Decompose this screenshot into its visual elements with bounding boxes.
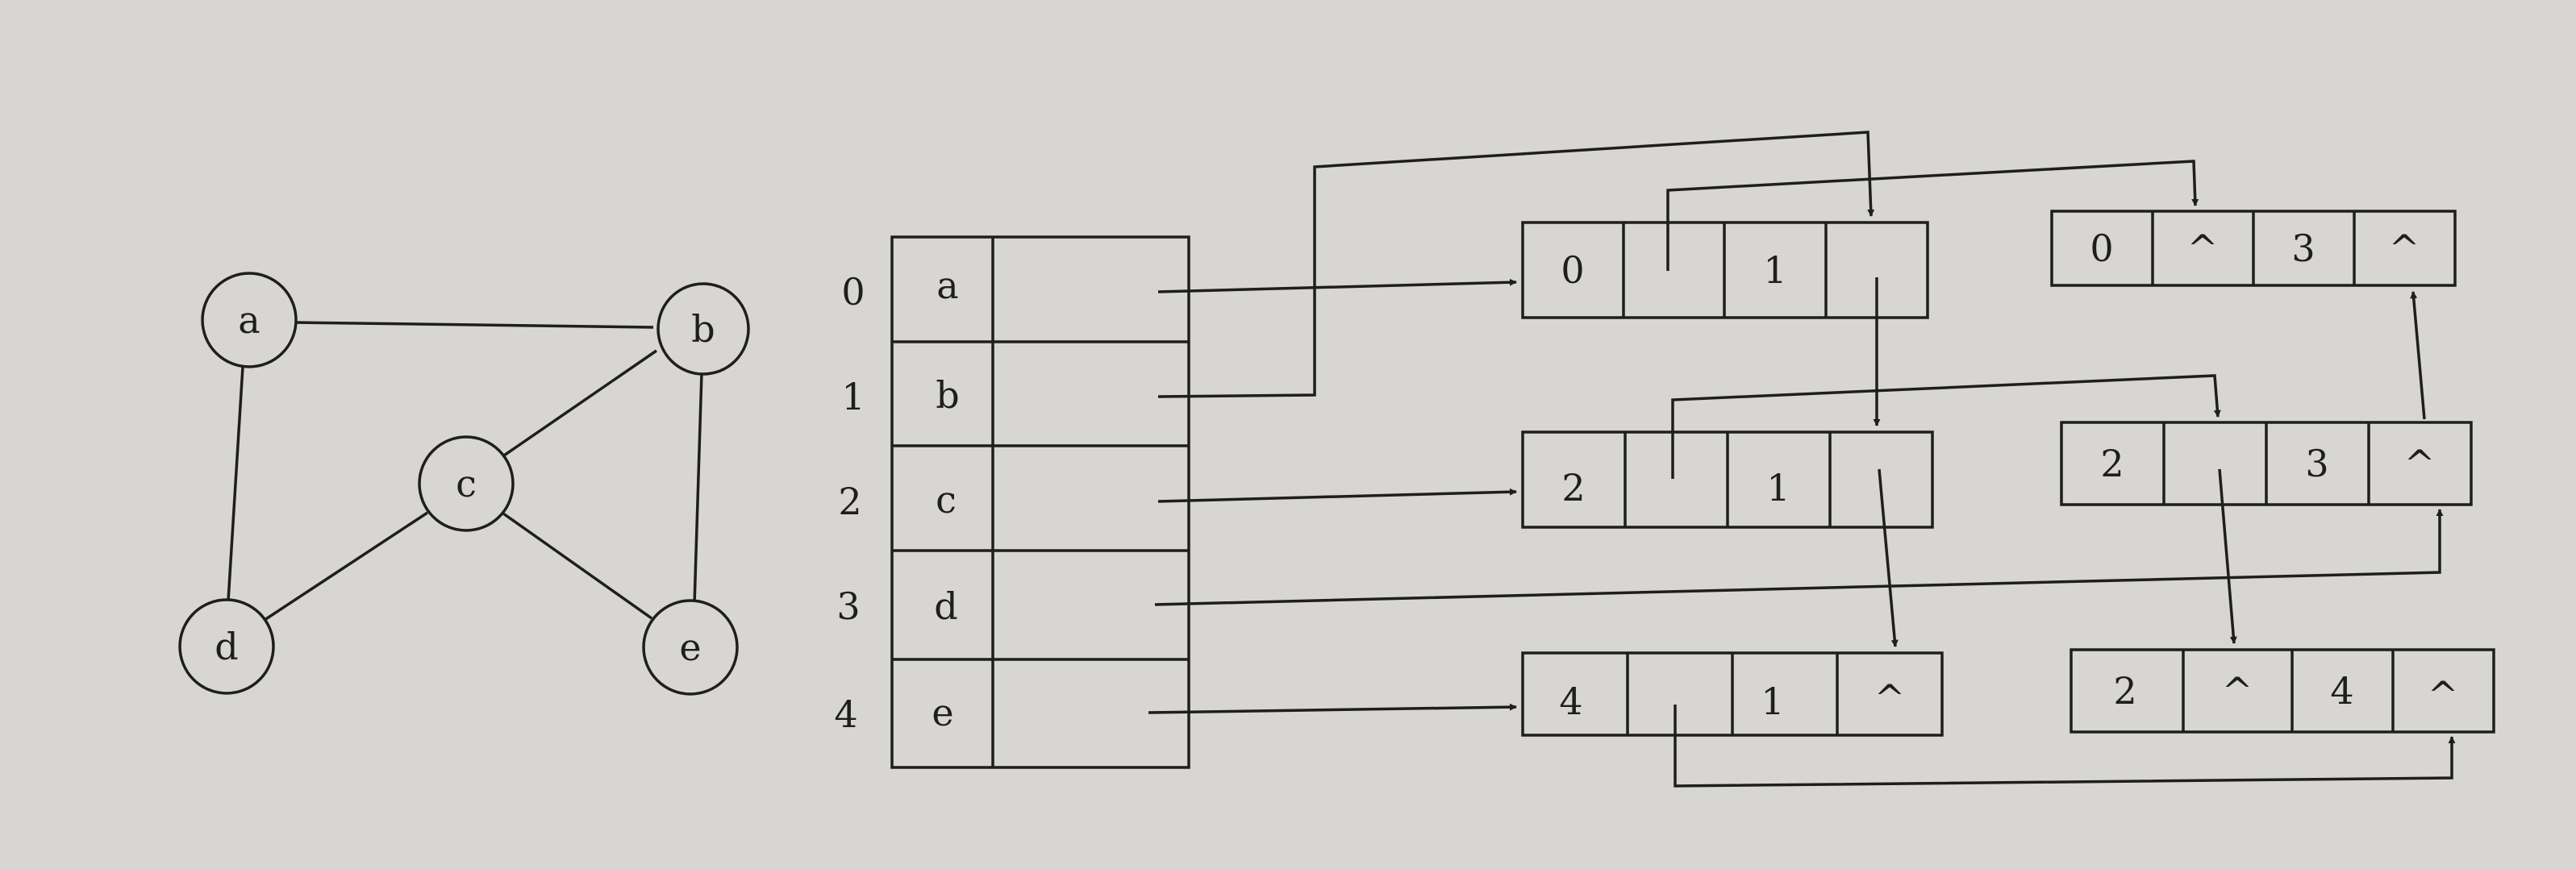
vertex-table: 0 1 2 3 4 a b c d e <box>834 235 1190 769</box>
pointer-arrow <box>1671 374 2221 479</box>
vertex-table-border <box>890 235 1190 769</box>
edge-node: 2 3 ^ <box>2060 421 2473 506</box>
edge-nodes: 0 1 0 ^ 3 ^ <box>1521 210 2495 737</box>
graph-edge <box>502 512 653 620</box>
graph-edge <box>294 321 654 329</box>
graph-vertex-a: a <box>201 272 298 368</box>
vertex-label: b <box>691 307 715 351</box>
vertex-cell: e <box>932 691 953 734</box>
ivex-cell: 2 <box>2113 669 2136 713</box>
edge-node: 0 ^ 3 ^ <box>2050 210 2457 287</box>
graph-vertex-e: e <box>642 599 739 696</box>
jlink-cell: ^ <box>1874 676 1906 720</box>
pointer-arrow <box>1154 509 2444 606</box>
jlink-cell: ^ <box>2389 227 2420 270</box>
graph-edge <box>227 366 244 601</box>
jvex-cell: 3 <box>2291 227 2315 270</box>
jlink-cell: ^ <box>2404 442 2436 485</box>
pointer-arrow <box>1157 131 1875 398</box>
graph-edge <box>501 349 657 459</box>
graph-edge <box>693 372 703 605</box>
jvex-cell: 1 <box>1766 466 1790 509</box>
graph-vertex-b: b <box>657 282 750 376</box>
pointer-arrow <box>1148 703 1517 714</box>
ivex-cell: 2 <box>1561 466 1585 509</box>
pointer-arrow <box>2218 468 2237 644</box>
pointer-arrow <box>1674 705 2456 788</box>
vertex-label: a <box>238 298 260 342</box>
jvex-cell: 1 <box>1761 680 1784 723</box>
row-index: 0 <box>841 270 865 314</box>
vertex-cell: d <box>934 584 957 628</box>
vertex-label: d <box>215 625 238 668</box>
vertex-label: e <box>679 626 701 669</box>
ivex-cell: 0 <box>2090 227 2113 270</box>
graph-vertex-c: c <box>418 435 515 532</box>
graph-vertices: a b c d e <box>178 272 750 696</box>
edge-node: 2 ^ 4 ^ <box>2070 648 2495 734</box>
vertex-cell: b <box>936 373 959 417</box>
edge-node: 4 1 ^ <box>1521 651 1944 737</box>
ivex-cell: 0 <box>1561 248 1584 292</box>
graph-vertex-d: d <box>178 598 275 695</box>
row-index: 3 <box>836 584 860 628</box>
pointer-arrow <box>1878 468 1899 647</box>
pointer-arrow <box>1157 278 1517 293</box>
jvex-cell: 1 <box>1763 248 1786 292</box>
row-index: 1 <box>841 375 865 418</box>
ilink-cell: ^ <box>2187 227 2219 270</box>
vertex-cell: a <box>936 264 958 307</box>
row-index: 4 <box>834 692 857 736</box>
graph <box>227 321 703 623</box>
pointer-arrow <box>1157 488 1517 503</box>
ivex-cell: 4 <box>1559 680 1582 723</box>
pointers <box>1148 131 2456 788</box>
jvex-cell: 3 <box>2305 442 2328 485</box>
ivex-cell: 2 <box>2100 442 2124 485</box>
pointer-arrow <box>2410 291 2426 420</box>
pointer-arrow <box>1666 160 2199 271</box>
vertex-label: c <box>456 462 477 505</box>
graph-edge <box>261 511 428 623</box>
edge-node: 2 1 <box>1521 430 1934 529</box>
jlink-cell: ^ <box>2428 673 2459 717</box>
jvex-cell: 4 <box>2330 669 2353 713</box>
ilink-cell: ^ <box>2222 669 2253 713</box>
edge-node: 0 1 <box>1521 221 1929 319</box>
row-index: 2 <box>838 480 861 523</box>
vertex-cell: c <box>936 478 957 522</box>
